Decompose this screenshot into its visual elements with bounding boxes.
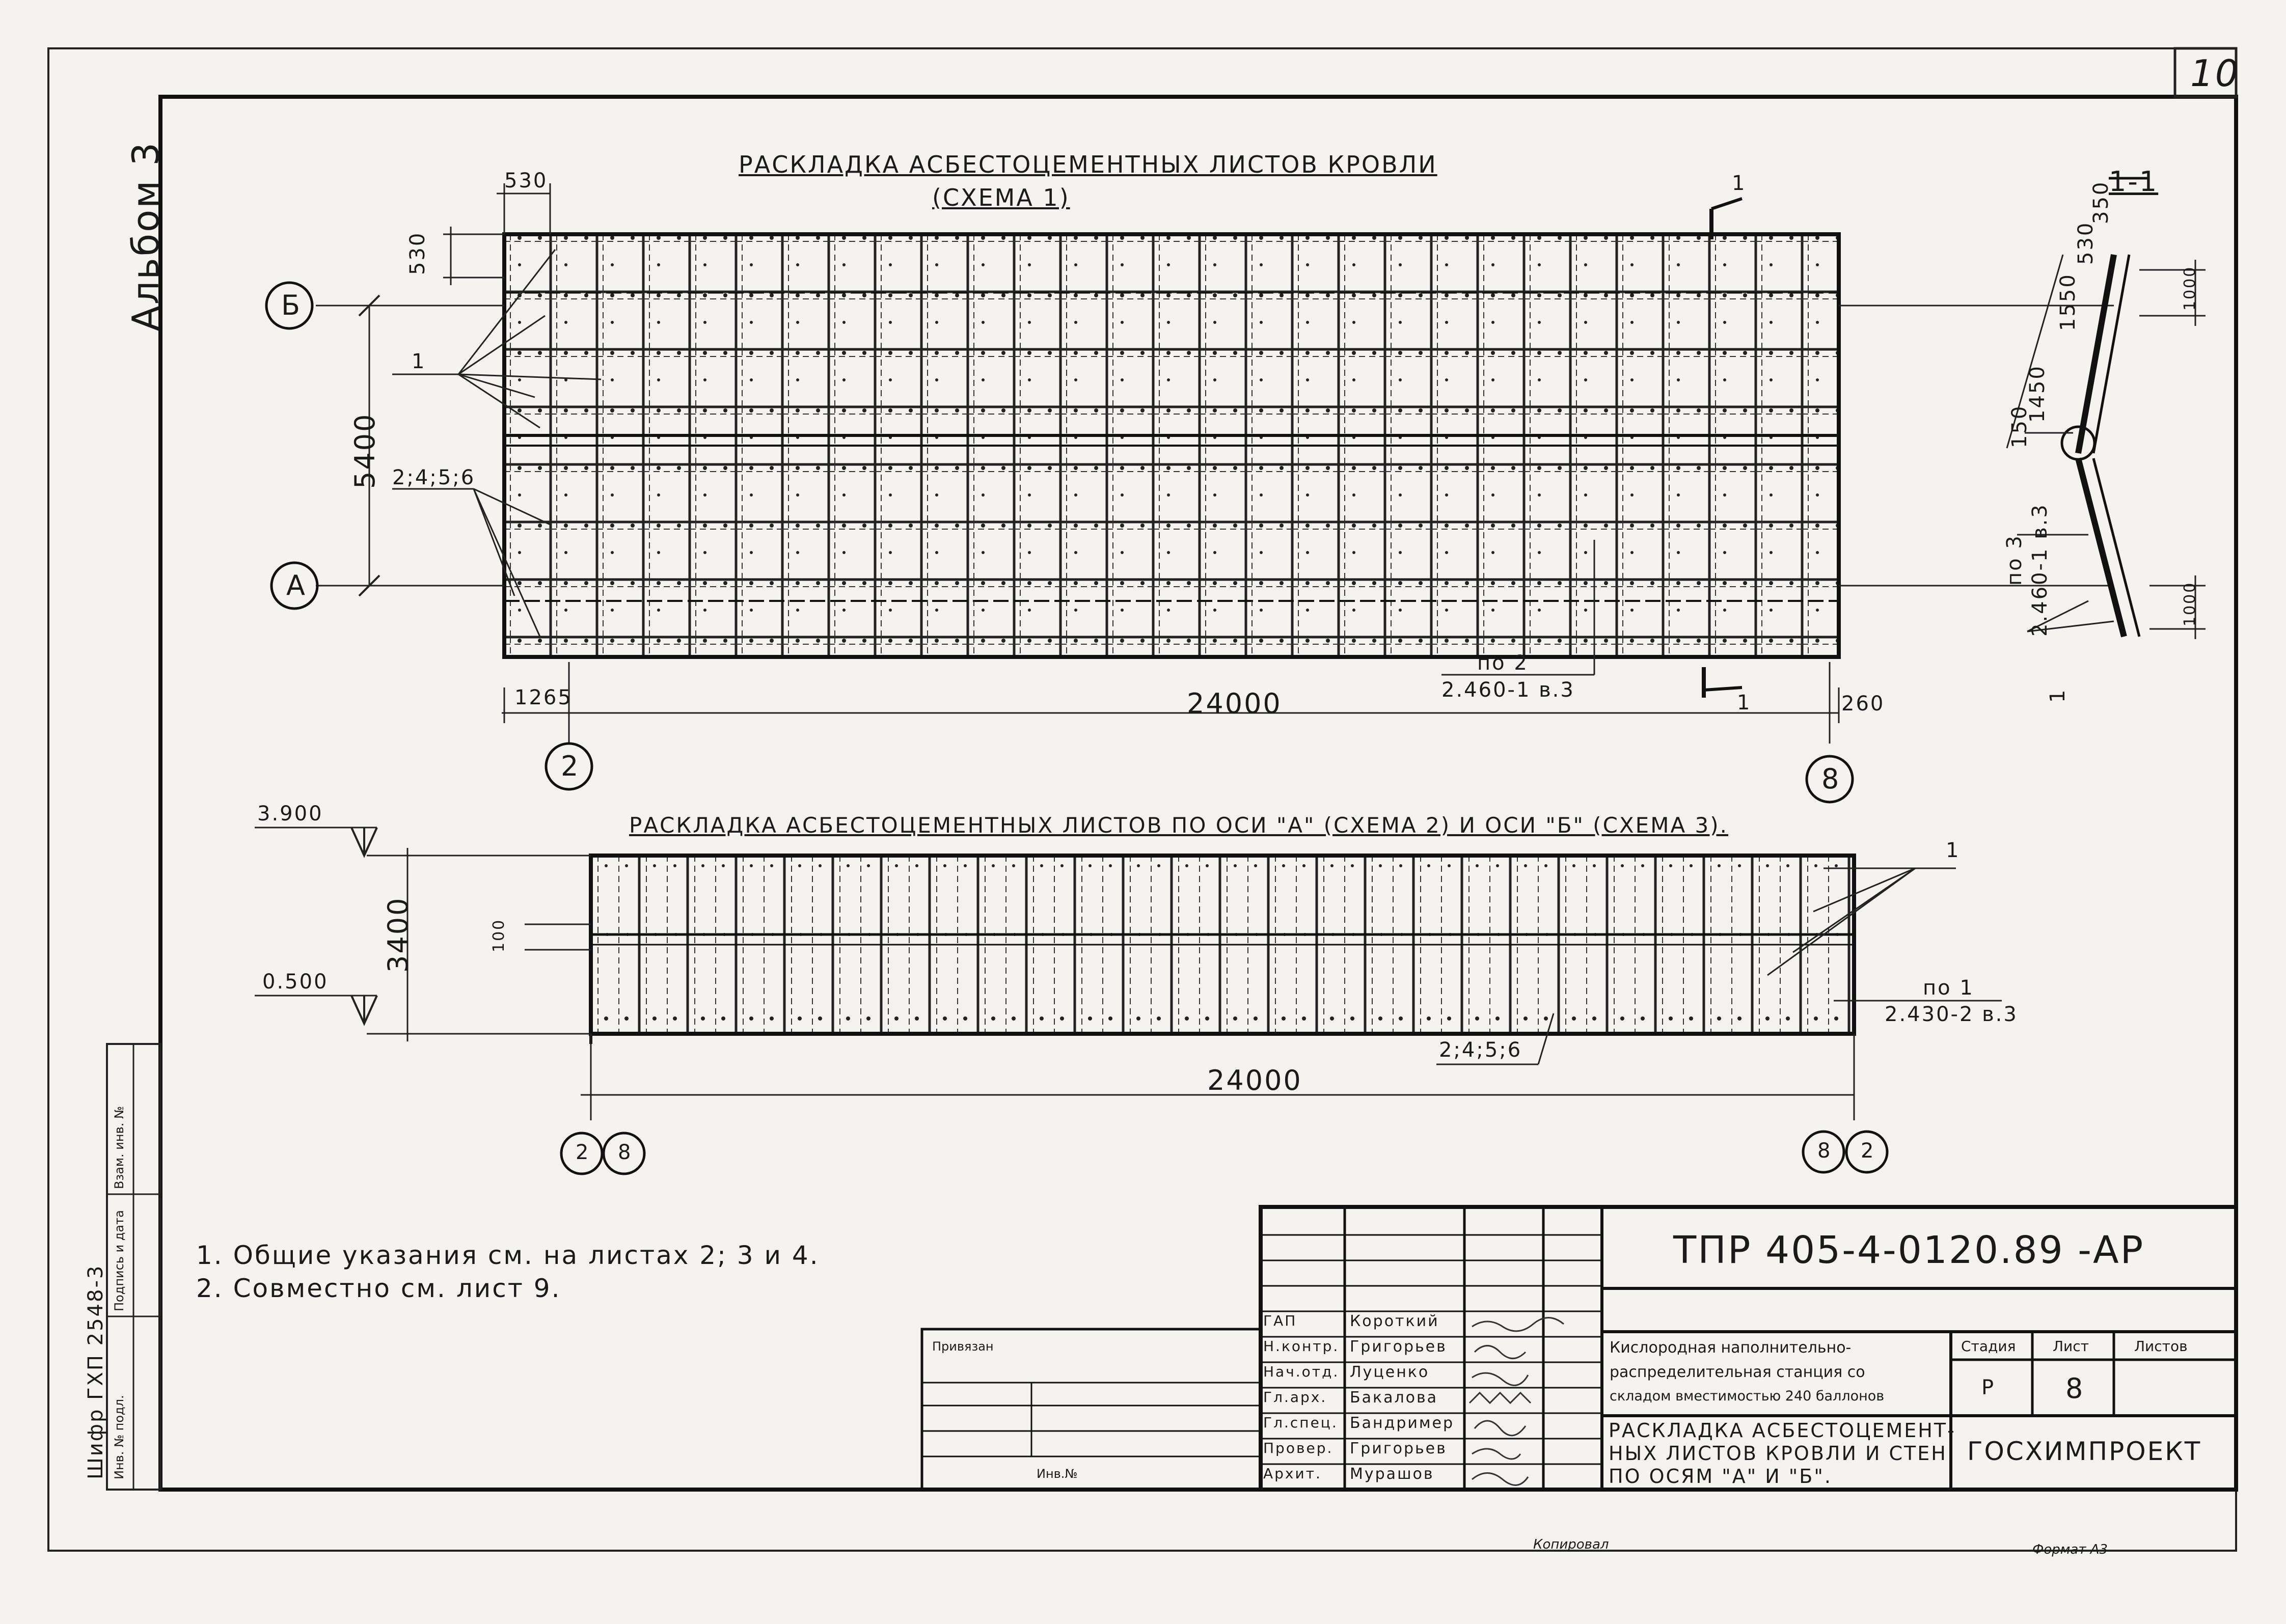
axis-label-2: 2 bbox=[561, 750, 580, 782]
axis-bubble-2 bbox=[545, 742, 593, 791]
section-dim-350: 350 bbox=[2089, 180, 2113, 224]
plan-dim-left: 1265 bbox=[514, 686, 573, 709]
axis-bubble-8-wall-right bbox=[1802, 1130, 1845, 1174]
drawing-name-3: по осям "А" и "Б". bbox=[1609, 1465, 1832, 1488]
plan-dim-span: 5400 bbox=[349, 412, 381, 489]
role-nachotd: Нач.отд. bbox=[1263, 1363, 1340, 1380]
wall-dim-height: 3400 bbox=[382, 896, 414, 973]
sheet-number-box bbox=[2173, 47, 2238, 98]
plan-dim-sheet-h: 530 bbox=[406, 231, 429, 275]
axis-label-a: А bbox=[286, 569, 307, 601]
plan-ref-code: 2.460-1 в.3 bbox=[1441, 678, 1575, 702]
archive-label-inv: Инв. № подл. bbox=[112, 1395, 126, 1479]
plan-dim-sheet-w: 530 bbox=[504, 169, 548, 192]
wall-leader-fasteners: 2;4;5;6 bbox=[1439, 1038, 1522, 1062]
role-prover: Провер. bbox=[1263, 1440, 1334, 1456]
footer-format: Формат А3 bbox=[2032, 1542, 2108, 1557]
plan-leader-fasteners: 2;4;5;6 bbox=[392, 466, 476, 489]
object-line-1: Кислородная наполнительно- bbox=[1610, 1339, 1852, 1357]
archive-label-sign: Подпись и дата bbox=[112, 1210, 126, 1311]
axis-bubble-2-wall-right bbox=[1845, 1130, 1889, 1174]
section-ref-num: по 3 bbox=[2003, 534, 2026, 586]
role-gap: ГАП bbox=[1263, 1312, 1297, 1329]
section-ridge-node bbox=[2060, 425, 2096, 461]
plan-leader-sheets: 1 bbox=[412, 350, 426, 373]
name-1: Григорьев bbox=[1350, 1338, 1447, 1356]
role-glspec: Гл.спец. bbox=[1263, 1414, 1338, 1431]
section-mark-top: 1 bbox=[1732, 172, 1747, 195]
wall-dim-length: 24000 bbox=[1207, 1064, 1302, 1096]
wall-leader-sheets: 1 bbox=[1946, 839, 1961, 862]
plan-title: Раскладка асбестоцементных листов кровли bbox=[739, 151, 1437, 178]
wall-ref-num: по 1 bbox=[1923, 976, 1974, 1000]
drawing-code: ТПР 405-4-0120.89 -АР bbox=[1673, 1228, 2145, 1272]
archive-label-replace: Взам. инв. № bbox=[112, 1106, 126, 1189]
org-name: ГОСХИМПРОЕКТ bbox=[1967, 1437, 2202, 1466]
note-1: 1. Общие указания см. на листах 2; 3 и 4… bbox=[196, 1241, 820, 1270]
wall-level-top: 3.900 bbox=[257, 802, 323, 825]
section-dim-530: 530 bbox=[2074, 221, 2098, 265]
name-3: Бакалова bbox=[1350, 1389, 1438, 1407]
wall-level-bottom: 0.500 bbox=[262, 970, 329, 994]
section-roof-lower bbox=[2075, 457, 2127, 638]
plan-dim-right: 260 bbox=[1841, 692, 1885, 715]
axis-bubble-2-wall-left bbox=[560, 1132, 604, 1175]
section-mark-bottom: 1 bbox=[1737, 691, 1752, 714]
plan-subtitle: (СХЕМА 1) bbox=[932, 184, 1070, 211]
section-label-1: 1 bbox=[2046, 688, 2070, 703]
axis-bubble-b bbox=[265, 281, 314, 330]
section-title: 1-1 bbox=[2109, 166, 2159, 198]
wall-axis-right-2: 2 bbox=[1861, 1139, 1875, 1163]
axis-label-b: Б bbox=[281, 289, 302, 321]
name-5: Григорьев bbox=[1350, 1440, 1447, 1457]
archive-code: Шифр ГХП 2548-3 bbox=[84, 1264, 107, 1479]
section-dim-1450: 1450 bbox=[2026, 365, 2049, 423]
sheet-value: 8 bbox=[2065, 1372, 2085, 1405]
stage-label: Стадия bbox=[1961, 1338, 2016, 1355]
role-archit: Архит. bbox=[1263, 1465, 1322, 1482]
title-block bbox=[920, 1205, 2238, 1492]
drawing-name-1: Раскладка асбестоцемент- bbox=[1609, 1419, 1956, 1442]
note-2: 2. Совместно см. лист 9. bbox=[196, 1274, 561, 1303]
axis-bubble-8-wall-left bbox=[602, 1132, 646, 1175]
name-6: Мурашов bbox=[1350, 1465, 1434, 1483]
object-line-3: складом вместимостью 240 баллонов bbox=[1610, 1388, 1885, 1404]
sheets-label: Листов bbox=[2134, 1338, 2188, 1355]
stage-value: Р bbox=[1981, 1376, 1996, 1399]
name-2: Луценко bbox=[1350, 1363, 1430, 1381]
drawing-name-2: ных листов кровли и стен bbox=[1609, 1442, 1947, 1465]
sheet-label: Лист bbox=[2053, 1338, 2089, 1355]
plan-ref-num: по 2 bbox=[1477, 651, 1529, 675]
wall-axis-left-2: 2 bbox=[576, 1141, 590, 1164]
signature-scribbles bbox=[1468, 1317, 1564, 1486]
linked-label: Привязан bbox=[932, 1339, 994, 1354]
name-4: Бандример bbox=[1350, 1414, 1454, 1432]
axis-label-8: 8 bbox=[1821, 763, 1841, 795]
wall-title: Раскладка асбестоцементных листов по оси… bbox=[629, 813, 1728, 838]
plan-dim-length: 24000 bbox=[1187, 687, 1282, 720]
section-roof-upper bbox=[2075, 254, 2117, 454]
wall-ref-code: 2.430-2 в.3 bbox=[1885, 1003, 2018, 1026]
footer-copied: Копировал bbox=[1533, 1537, 1609, 1552]
axis-bubble-a bbox=[270, 561, 319, 610]
section-ref-code: 2.460-1 в.3 bbox=[2028, 503, 2052, 637]
object-line-2: распределительная станция со bbox=[1610, 1363, 1865, 1381]
section-dim-1000-top: 1000 bbox=[2181, 265, 2199, 311]
wall-axis-right-8: 8 bbox=[1817, 1139, 1832, 1163]
section-dim-1550: 1550 bbox=[2056, 273, 2080, 331]
role-glarch: Гл.арх. bbox=[1263, 1389, 1327, 1406]
section-dim-1000-bottom: 1000 bbox=[2181, 581, 2199, 626]
name-0: Короткий bbox=[1350, 1312, 1439, 1330]
axis-bubble-8 bbox=[1805, 755, 1854, 804]
inv-label: Инв.№ bbox=[1037, 1467, 1078, 1481]
role-nkontr: Н.контр. bbox=[1263, 1338, 1340, 1355]
album-label: Альбом 3 bbox=[124, 141, 167, 331]
wall-dim-overlap: 100 bbox=[490, 918, 508, 952]
wall-axis-left-8: 8 bbox=[618, 1141, 633, 1164]
sheet-number: 10 bbox=[2190, 52, 2240, 95]
